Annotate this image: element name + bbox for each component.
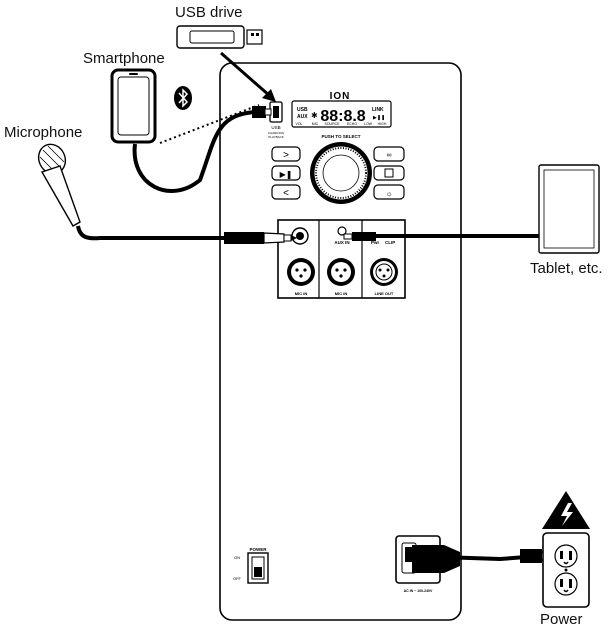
input-panel: AUX IN Pwr CLIP MIC IN MIC IN (277, 219, 406, 299)
lcd-aux-label: AUX (297, 114, 308, 120)
smartphone-label: Smartphone (83, 50, 165, 67)
record-icon (384, 168, 394, 178)
aux-in-label: AUX IN (334, 240, 349, 245)
pwr-label: Pwr (371, 240, 380, 245)
lcd-bottom-label: SOURCE (325, 122, 341, 126)
lcd-bottom-label: HIGH (378, 122, 387, 126)
high-voltage-icon (542, 491, 590, 529)
lcd-link-label: LINK (372, 107, 384, 113)
usb-port-label: USB (271, 125, 280, 130)
aux-plug (352, 232, 376, 241)
lcd-bottom-label: VOL (295, 122, 302, 126)
xlr-label-1: MIC IN (295, 291, 308, 296)
lcd-bluetooth-icon: ✱ (311, 111, 318, 120)
microphone-icon (37, 143, 81, 227)
power-label: Power (540, 611, 583, 628)
smartphone-usb-plug (252, 106, 266, 118)
button-previous[interactable] (271, 184, 301, 200)
power-inlet-label: AC IN ~ 100-240V (404, 589, 433, 593)
usb-port-group: USB CHARGING PLAYBACK (268, 101, 285, 139)
usb-drive-icon (176, 25, 263, 49)
usb-drive-arrow (220, 51, 271, 98)
lcd-bottom-labels: VOL MIC SOURCE ECHO LOW HIGH (295, 122, 386, 126)
usb-playback-label: PLAYBACK (268, 135, 284, 139)
button-link[interactable] (373, 146, 405, 162)
usb-port-slot (273, 106, 279, 118)
on-label: ON (234, 555, 240, 560)
power-plug-inlet-end (412, 545, 460, 573)
power-switch-label: POWER (249, 547, 267, 552)
lcd-bottom-label: LOW (364, 122, 373, 126)
main-knob[interactable] (310, 142, 372, 204)
usb-drive-label: USB drive (175, 4, 243, 21)
link-icon: ∞ (387, 152, 392, 159)
button-play-pause[interactable] (271, 165, 301, 181)
microphone-plug (224, 232, 264, 244)
xlr-label-3: LINE OUT (375, 291, 394, 296)
control-panel: > ▶❚ < ∞ ☼ (271, 142, 405, 204)
light-icon: ☼ (385, 189, 392, 198)
brand-logo: ION (330, 91, 351, 102)
next-icon: > (283, 150, 289, 161)
lcd-digits: 88:8.8 (320, 108, 365, 125)
button-record[interactable] (373, 165, 405, 181)
lcd-bottom-label: MIC (312, 122, 319, 126)
clip-label: CLIP (385, 240, 395, 245)
smartphone-usb-cable (132, 110, 256, 193)
lcd-bottom-label: ECHO (347, 122, 357, 126)
power-switch-group: POWER ON OFF (233, 547, 269, 584)
button-light[interactable] (373, 184, 405, 200)
power-plug-outlet-end (520, 549, 542, 563)
bluetooth-icon (174, 86, 192, 110)
off-label: OFF (233, 576, 242, 581)
xlr-label-2: MIC IN (335, 291, 348, 296)
button-next[interactable] (271, 146, 301, 162)
display-panel: ION USB AUX ✱ 88:8.8 LINK ▶❚❚ VOL MIC SOUR… (291, 91, 392, 128)
xlr-mic-in-2[interactable] (327, 258, 355, 286)
xlr-mic-in-1[interactable] (287, 258, 315, 286)
tablet-icon (538, 164, 600, 254)
push-to-select-label: PUSH TO SELECT (322, 134, 361, 139)
lcd-screen (291, 100, 392, 128)
lcd-usb-label: USB (297, 107, 308, 113)
usb-charging-label: CHARGING (268, 131, 285, 135)
play-pause-icon: ▶❚ (280, 170, 293, 179)
previous-icon: < (283, 188, 289, 199)
microphone-cable (76, 225, 232, 241)
tablet-label: Tablet, etc. (530, 260, 603, 277)
smartphone-icon (110, 68, 157, 144)
power-outlet-icon (542, 532, 590, 608)
speaker-cabinet (219, 62, 462, 621)
microphone-label: Microphone (4, 124, 83, 141)
xlr-line-out[interactable] (370, 258, 398, 286)
aux-in-jack[interactable] (337, 226, 347, 236)
lcd-play-pause: ▶❚❚ (373, 115, 385, 121)
